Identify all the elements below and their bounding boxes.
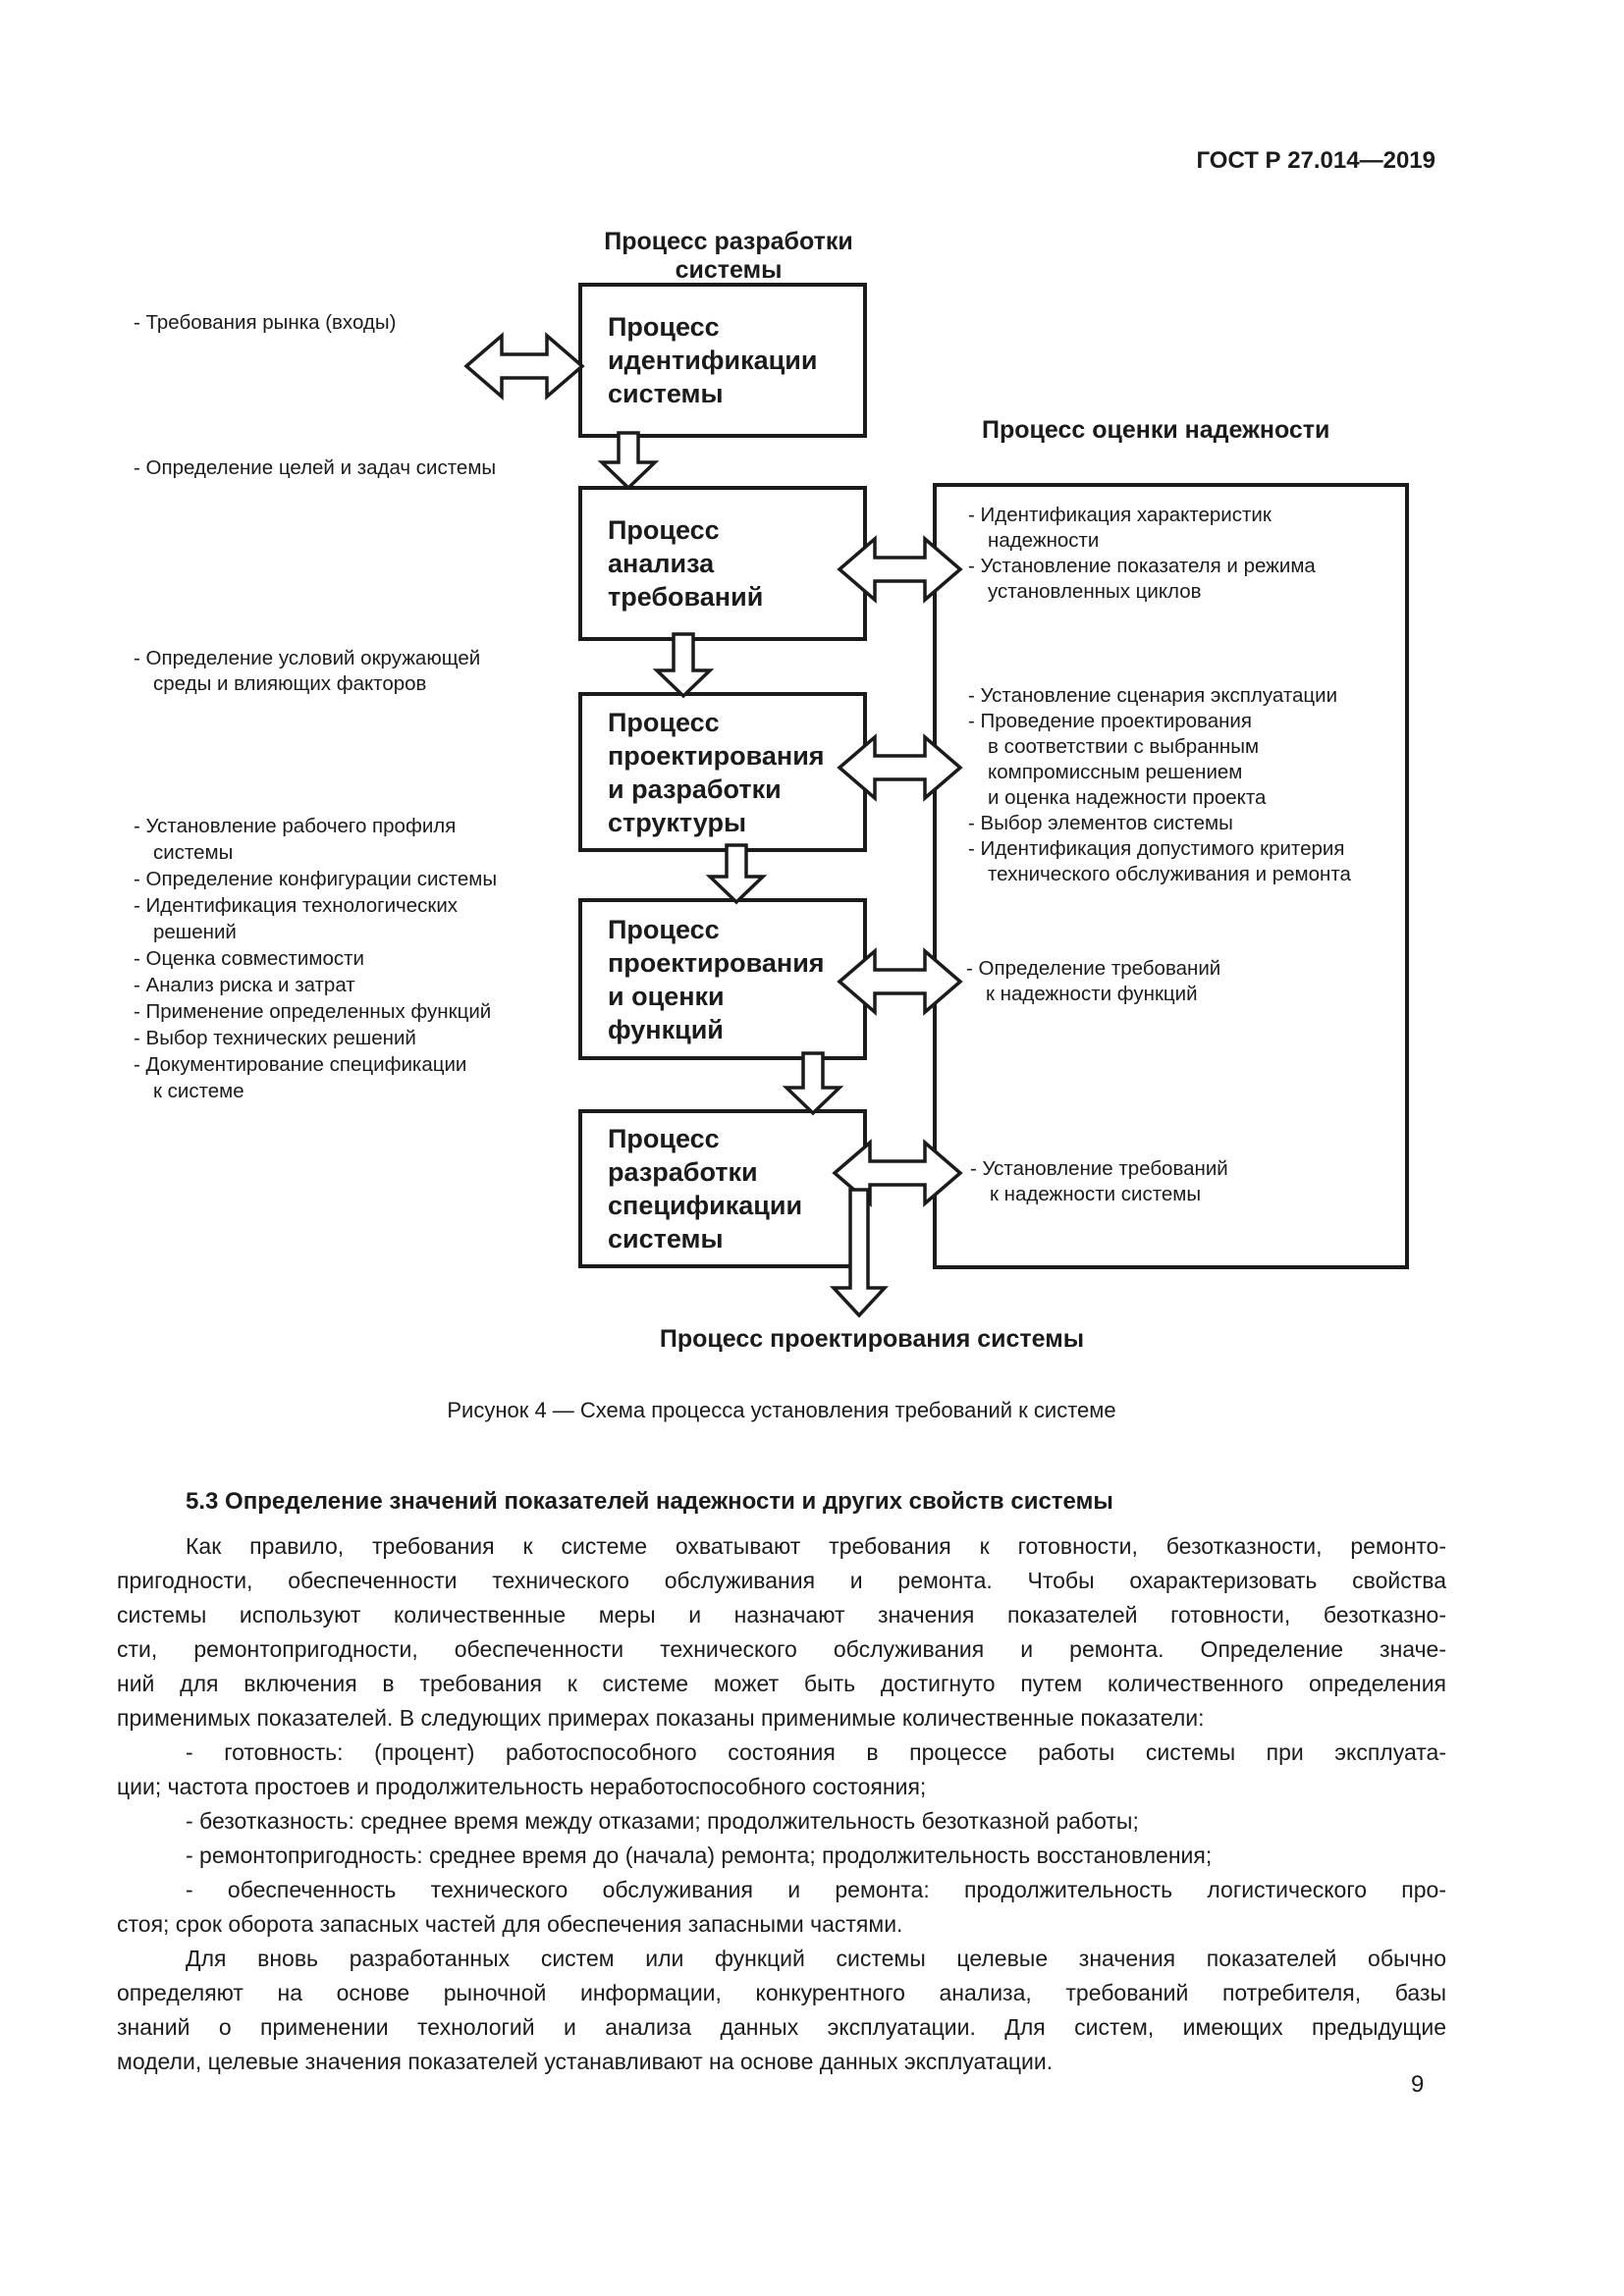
left-note-goals: - Определение целей и задач системы (134, 456, 497, 479)
process-box-identification: Процесс идентификации системы (578, 283, 867, 438)
note-line: - Оценка совместимости (134, 947, 364, 970)
note-line: - Идентификация технологических решений (134, 894, 459, 943)
diagram-top-title: Процесс разработки системы (604, 228, 853, 284)
down-arrow-box2-box3 (652, 632, 715, 699)
right-note-function-requirements: - Определение требований к надежности фу… (966, 957, 1221, 1005)
body-text: Как правило, требования к системе охваты… (117, 1529, 1446, 2079)
double-arrow-market-inputs (463, 332, 585, 400)
body-line: Для вновь разработанных систем или функц… (186, 1946, 1446, 1971)
body-line: - безотказность: среднее время между отк… (186, 1808, 1139, 1834)
process-box-label: Процесс проектирования и оценки функций (608, 914, 825, 1044)
process-box-label: Процесс разработки спецификации системы (608, 1124, 803, 1254)
body-line: знаний о применении технологий и анализа… (117, 2014, 1446, 2040)
down-arrow-box4-box5 (782, 1051, 844, 1116)
note-line: - Определение конфигурации системы (134, 868, 498, 890)
diagram-bottom-title: Процесс проектирования системы (659, 1325, 1085, 1353)
note-line: - Проведение проектирования в соответств… (968, 710, 1267, 809)
note-line: - Установление показателя и режима устан… (968, 555, 1316, 603)
down-arrow-box3-box4 (705, 843, 768, 905)
note-line: - Идентификация характеристик надежности (968, 504, 1272, 552)
body-line: пригодности, обеспеченности технического… (117, 1568, 1446, 1593)
section-heading: 5.3 Определение значений показателей над… (186, 1488, 1113, 1515)
body-line: сти, ремонтопригодности, обеспеченности … (117, 1636, 1446, 1662)
process-box-function-design: Процесс проектирования и оценки функций (578, 898, 867, 1060)
left-note-market-requirements: - Требования рынка (входы) (134, 311, 397, 334)
right-note-group-scenario: - Установление сценария эксплуатации - Пр… (968, 683, 1400, 887)
body-line: - обеспеченность технического обслуживан… (186, 1877, 1446, 1902)
note-line: - Выбор технических решений (134, 1027, 416, 1049)
process-box-specification: Процесс разработки спецификации системы (578, 1109, 867, 1268)
note-line: - Установление сценария эксплуатации (968, 684, 1338, 707)
note-line: - Анализ риска и затрат (134, 974, 355, 996)
reliability-process-box (933, 483, 1409, 1269)
body-line: Как правило, требования к системе охваты… (186, 1533, 1446, 1559)
process-box-structure-design: Процесс проектирования и разработки стру… (578, 692, 867, 852)
diagram-right-title: Процесс оценки надежности (982, 416, 1330, 444)
note-line: - Установление рабочего профиля системы (134, 815, 457, 864)
body-line: - ремонтопригодность: среднее время до (… (186, 1842, 1213, 1868)
body-line: стоя; срок оборота запасных частей для о… (117, 1911, 903, 1937)
note-line: - Выбор элементов системы (968, 812, 1233, 834)
body-line: системы используют количественные меры и… (117, 1602, 1446, 1628)
body-line: определяют на основе рыночной информации… (117, 1980, 1446, 2005)
process-box-label: Процесс проектирования и разработки стру… (608, 707, 825, 837)
body-line: ции; частота простоев и продолжительност… (117, 1774, 927, 1799)
note-line: - Идентификация допустимого критерия тех… (968, 837, 1351, 885)
body-line: ний для включения в требования к системе… (117, 1671, 1446, 1696)
body-line: - готовность: (процент) работоспособного… (186, 1739, 1446, 1765)
right-note-group-characteristics: - Идентификация характеристик надежности… (968, 503, 1390, 605)
note-line: - Документирование спецификации к систем… (134, 1053, 467, 1102)
note-line: - Применение определенных функций (134, 1000, 492, 1023)
page-header: ГОСТ Р 27.014—2019 (1196, 147, 1436, 174)
right-note-system-requirements: - Установление требований к надежности с… (970, 1157, 1228, 1205)
figure-caption: Рисунок 4 — Схема процесса установления … (447, 1398, 1116, 1422)
body-line: модели, целевые значения показателей уст… (117, 2049, 1054, 2074)
left-note-list: - Установление рабочего профиля системы -… (134, 813, 575, 1104)
page-number: 9 (1411, 2071, 1425, 2098)
down-arrow-box1-box2 (597, 431, 660, 491)
left-note-environment: - Определение условий окружающей среды и… (134, 647, 481, 695)
process-box-label: Процесс анализа требований (608, 515, 764, 612)
body-line: применимых показателей. В следующих прим… (117, 1705, 1205, 1731)
process-box-requirements-analysis: Процесс анализа требований (578, 486, 867, 641)
process-box-label: Процесс идентификации системы (608, 312, 818, 408)
